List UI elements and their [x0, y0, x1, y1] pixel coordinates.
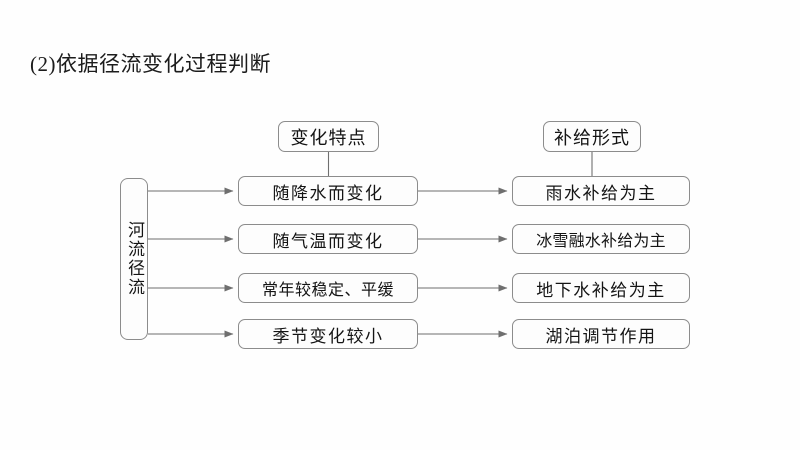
page-title: (2)依据径流变化过程判断: [30, 52, 271, 76]
characteristic-node-3[interactable]: 常年较稳定、平缓: [238, 273, 418, 303]
column-header-supply-form[interactable]: 补给形式: [543, 121, 641, 152]
root-node-river-runoff[interactable]: 河流径流: [120, 178, 148, 340]
supply-node-2[interactable]: 冰雪融水补给为主: [512, 224, 690, 254]
supply-node-3[interactable]: 地下水补给为主: [512, 273, 690, 303]
column-header-change-characteristics[interactable]: 变化特点: [278, 121, 379, 152]
characteristic-node-4[interactable]: 季节变化较小: [238, 319, 418, 349]
characteristic-node-2[interactable]: 随气温而变化: [238, 224, 418, 254]
characteristic-node-1[interactable]: 随降水而变化: [238, 176, 418, 206]
supply-node-4[interactable]: 湖泊调节作用: [512, 319, 690, 349]
supply-node-1[interactable]: 雨水补给为主: [512, 176, 690, 206]
